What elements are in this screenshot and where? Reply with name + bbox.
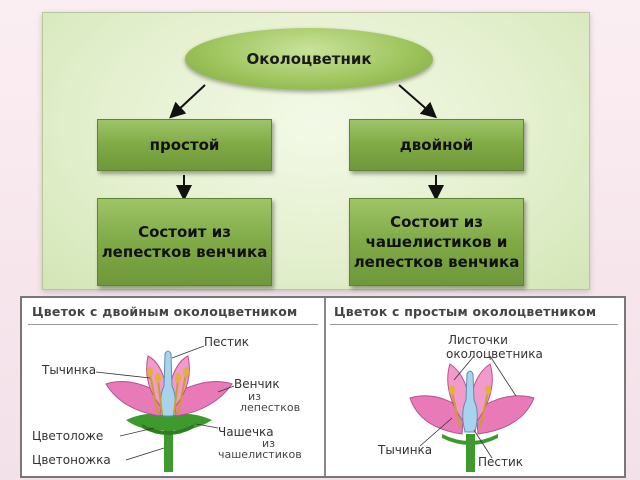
pedicel-shape xyxy=(164,426,173,472)
simple-stamen-anther xyxy=(485,385,491,395)
label-leaflets: околоцветника xyxy=(446,347,543,361)
leader-receptacle xyxy=(119,427,155,437)
label-corolla: Венчик xyxy=(234,377,280,391)
petal-left-shape xyxy=(105,381,163,417)
double-flower-illustration xyxy=(95,345,235,472)
flower-illustration-panel: Цветок с двойным околоцветником Цветок с… xyxy=(20,296,626,478)
simple-desc-line: лепестков венчика xyxy=(101,243,268,261)
leader-pedicel xyxy=(125,447,165,461)
stamen-filament xyxy=(149,373,159,415)
simple-desc-node: Состоит из лепестков венчика xyxy=(97,198,272,286)
simple-node: простой xyxy=(97,119,272,171)
label-calyx: Чашечка xyxy=(218,425,274,439)
arrow-to-double xyxy=(398,84,438,119)
scheme-arrows xyxy=(169,84,444,201)
petal-right-shape xyxy=(173,381,233,417)
simple-stamen-filament xyxy=(451,391,461,429)
simple-stamen-anther xyxy=(449,385,455,395)
leader-simple-pistil xyxy=(473,429,493,459)
label-pedicel: Цветоножка xyxy=(32,453,111,467)
label-corolla-sub: лепестков xyxy=(240,401,301,414)
simple-pedicel-shape xyxy=(466,434,475,472)
title-rule xyxy=(330,324,618,325)
label-simple-stamen: Тычинка xyxy=(378,443,433,457)
simple-flower-illustration xyxy=(409,355,535,472)
leader-leaflets xyxy=(489,355,517,397)
label-receptacle: Цветоложе xyxy=(32,429,104,443)
stamen-anther xyxy=(175,373,181,383)
simple-pistil-shape xyxy=(462,370,478,433)
double-desc-node: Состоит из чашелистиков и лепестков венч… xyxy=(349,198,524,286)
label-corolla-sub: из xyxy=(248,390,261,403)
stamen-filament xyxy=(173,379,179,415)
simple-desc-line: Состоит из xyxy=(138,223,231,241)
label-simple-pistil: Пестик xyxy=(478,455,524,469)
double-desc-line: Состоит из xyxy=(390,213,483,231)
leader-stamen xyxy=(95,371,151,379)
stamen-filament xyxy=(177,373,187,415)
leader-pistil xyxy=(171,345,205,359)
stamen-filament xyxy=(157,379,163,415)
panel-divider xyxy=(324,298,326,476)
simple-flower-title: Цветок с простым околоцветником xyxy=(334,304,597,319)
double-node: двойной xyxy=(349,119,524,171)
tepal-right-shape xyxy=(475,395,535,435)
arrow-to-simple xyxy=(169,84,206,119)
label-calyx-sub: чашелистиков xyxy=(218,448,302,461)
label-leaflets: Листочки xyxy=(448,333,508,347)
simple-label: простой xyxy=(149,136,220,154)
leader-corolla xyxy=(217,385,235,393)
flowers-drawing xyxy=(95,345,535,472)
double-flower-title: Цветок с двойным околоцветником xyxy=(32,304,298,319)
leader-calyx xyxy=(195,423,219,429)
simple-stamen-filament xyxy=(479,391,489,429)
leader-leaflets xyxy=(453,355,475,381)
title-rule xyxy=(28,324,318,325)
simple-base-shape xyxy=(442,434,498,445)
root-label: Околоцветник xyxy=(246,50,372,68)
label-stamen: Тычинка xyxy=(42,363,97,377)
stamen-anther xyxy=(155,373,161,383)
double-desc-line: лепестков венчика xyxy=(353,253,520,271)
perianth-root-node: Околоцветник xyxy=(185,28,433,90)
leader-simple-stamen xyxy=(419,417,453,447)
stamen-anther xyxy=(147,367,153,377)
double-desc-line: чашелистиков и xyxy=(365,233,508,251)
label-calyx-sub: из xyxy=(262,437,275,450)
label-pistil: Пестик xyxy=(204,335,250,349)
double-label: двойной xyxy=(399,136,474,154)
receptacle-shape xyxy=(142,424,194,435)
stamen-anther xyxy=(183,367,189,377)
